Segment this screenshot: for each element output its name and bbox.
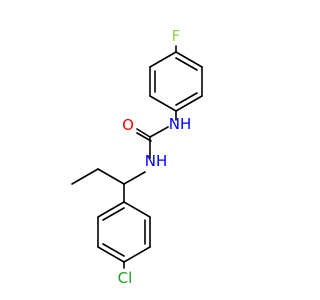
atom-chlorine: Cl bbox=[118, 269, 133, 287]
atom-oxygen: O bbox=[122, 116, 134, 134]
molecule-structure: F NH O NH Cl bbox=[71, 27, 203, 287]
atom-fluorine: F bbox=[172, 27, 181, 45]
urea-linker bbox=[71, 45, 177, 269]
amine-top-label: NH bbox=[169, 115, 192, 133]
atom-amine-top: NH bbox=[169, 115, 192, 133]
oxygen-label: O bbox=[122, 116, 134, 134]
chlorophenyl-ring bbox=[97, 201, 151, 263]
fluorophenyl-ring bbox=[149, 51, 203, 112]
fluorine-label: F bbox=[172, 27, 181, 45]
atom-amine-mid: NH bbox=[145, 152, 168, 170]
amine-mid-label: NH bbox=[145, 152, 168, 170]
chlorine-label: Cl bbox=[118, 269, 133, 287]
